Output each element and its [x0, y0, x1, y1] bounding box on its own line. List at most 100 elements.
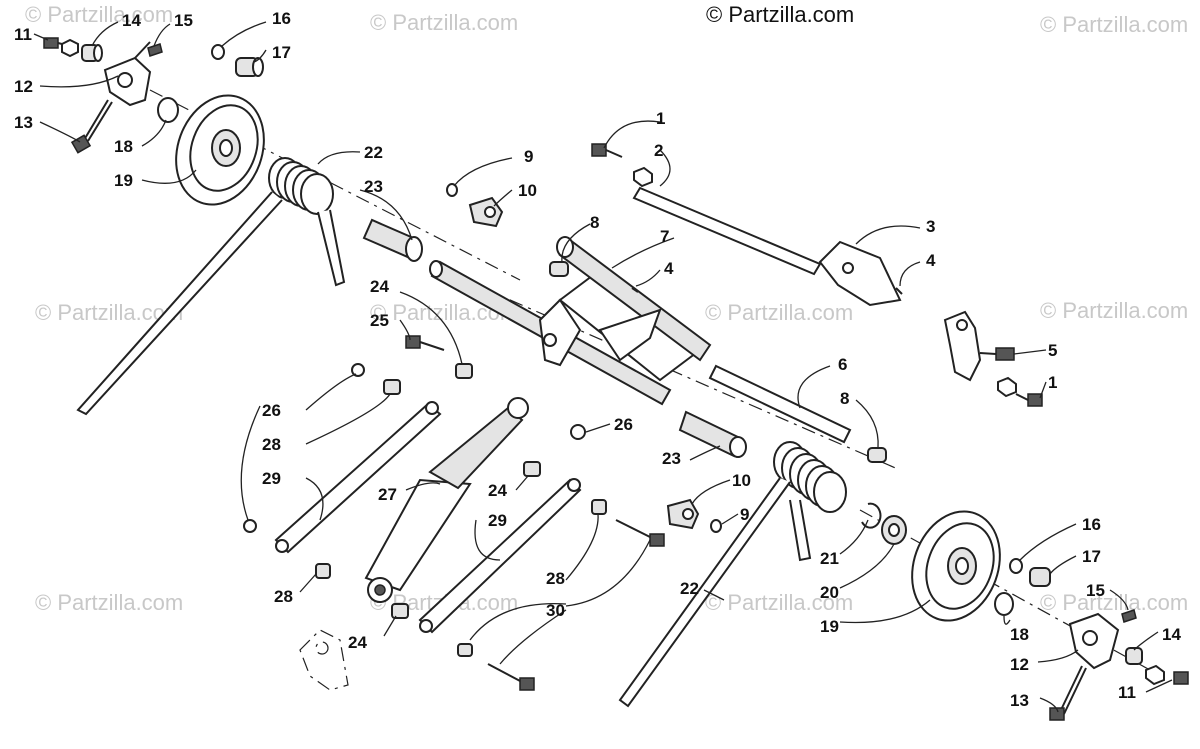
- bracket-3[interactable]: [818, 240, 902, 307]
- bushing-8-upper[interactable]: [549, 261, 569, 277]
- callout-18: 18: [1010, 625, 1029, 644]
- nut-small[interactable]: [61, 38, 79, 58]
- lower-right-assembly: [618, 441, 1189, 721]
- idler-wheel-19-upper[interactable]: [161, 83, 278, 217]
- bracket-5[interactable]: [943, 310, 1015, 382]
- callout-3: 3: [926, 217, 935, 236]
- bolt-11-lower[interactable]: [1173, 671, 1189, 685]
- cap-10-lower[interactable]: [666, 498, 700, 530]
- bolt-25[interactable]: [405, 335, 445, 351]
- callout-16: 16: [272, 9, 291, 28]
- callout-13: 13: [1010, 691, 1029, 710]
- callout-28: 28: [262, 435, 281, 454]
- callout-23: 23: [364, 177, 383, 196]
- bushing-28-upper[interactable]: [383, 379, 401, 395]
- spacer-23-lower[interactable]: [678, 410, 747, 458]
- nut-lower-right[interactable]: [997, 376, 1017, 398]
- bolt-30-upper[interactable]: [615, 519, 665, 547]
- bearing-20[interactable]: [881, 515, 907, 545]
- shaft-6[interactable]: [708, 364, 852, 444]
- callout-22: 22: [364, 143, 383, 162]
- bolt-13-upper[interactable]: [70, 99, 113, 154]
- clip-15-upper[interactable]: [147, 43, 163, 57]
- bushing-14-upper[interactable]: [81, 44, 103, 62]
- callout-9: 9: [524, 147, 533, 166]
- callout-5: 5: [1048, 341, 1057, 360]
- cap-10-upper[interactable]: [468, 196, 504, 228]
- callout-8: 8: [590, 213, 599, 232]
- sleeve-24-bottom[interactable]: [457, 643, 473, 657]
- callout-24: 24: [488, 481, 507, 500]
- callout-10: 10: [518, 181, 537, 200]
- nut-small-lower[interactable]: [1145, 664, 1165, 686]
- callout-21: 21: [820, 549, 839, 568]
- callout-19: 19: [114, 171, 133, 190]
- bolt-1-upper[interactable]: [591, 143, 623, 158]
- callout-7: 7: [660, 227, 669, 246]
- nut-26-top[interactable]: [351, 363, 365, 377]
- callout-23: 23: [662, 449, 681, 468]
- nut-26-mid[interactable]: [570, 424, 586, 440]
- ring-9-lower[interactable]: [710, 519, 722, 533]
- bushing-17-upper[interactable]: [235, 57, 264, 77]
- callout-19: 19: [820, 617, 839, 636]
- callout-6: 6: [838, 355, 847, 374]
- torsion-spring-22-upper[interactable]: [76, 157, 346, 416]
- copyright-notice: © Partzilla.com: [706, 2, 855, 27]
- pin-4-left[interactable]: [631, 287, 639, 293]
- callout-27: 27: [378, 485, 397, 504]
- link-29-left[interactable]: [274, 401, 442, 554]
- sleeve-24-mid[interactable]: [523, 461, 541, 477]
- pin-4-right[interactable]: [895, 287, 903, 295]
- callout-30: 30: [546, 601, 565, 620]
- shaft-2[interactable]: [632, 186, 822, 276]
- callout-26: 26: [614, 415, 633, 434]
- ring-16-lower[interactable]: [1009, 558, 1023, 574]
- bolt-13-lower[interactable]: [1049, 665, 1087, 721]
- callout-25: 25: [370, 311, 389, 330]
- bushing-14-lower[interactable]: [1125, 647, 1143, 665]
- bushing-28-right[interactable]: [591, 499, 607, 515]
- washer-18-upper[interactable]: [157, 97, 179, 123]
- bracket-12-upper[interactable]: [103, 41, 152, 107]
- callout-20: 20: [820, 583, 839, 602]
- idler-wheel-19-lower[interactable]: [897, 499, 1014, 633]
- callout-4: 4: [664, 259, 674, 278]
- ring-9-upper[interactable]: [446, 183, 458, 197]
- washer-18-lower[interactable]: [994, 592, 1014, 616]
- callout-4: 4: [926, 251, 936, 270]
- sleeve-24-upper[interactable]: [455, 363, 473, 379]
- bushing-17-lower[interactable]: [1029, 567, 1051, 587]
- callout-24: 24: [370, 277, 389, 296]
- callout-17: 17: [1082, 547, 1101, 566]
- arm-7[interactable]: [538, 236, 712, 382]
- bracket-12-lower[interactable]: [1068, 612, 1120, 670]
- snap-ring-21[interactable]: [861, 502, 882, 529]
- nut-upper-shaft[interactable]: [633, 166, 653, 188]
- link-29-right[interactable]: [418, 478, 582, 634]
- callout-8: 8: [840, 389, 849, 408]
- callout-labels: 11 14 15 16 17 12 13 18 19 22 23 9 10 1 …: [14, 9, 1181, 710]
- bushing-28-lower-left[interactable]: [315, 563, 331, 579]
- sleeve-24-lower[interactable]: [391, 603, 409, 619]
- nut-26-left[interactable]: [243, 519, 257, 533]
- callout-14: 14: [122, 11, 141, 30]
- upper-left-assembly: [43, 37, 521, 416]
- callout-28: 28: [274, 587, 293, 606]
- spacer-23-upper[interactable]: [362, 218, 423, 262]
- torsion-spring-22-lower[interactable]: [618, 441, 847, 708]
- bolt-30-lower[interactable]: [487, 663, 535, 691]
- callout-1: 1: [1048, 373, 1057, 392]
- ring-16-upper[interactable]: [211, 44, 225, 60]
- callout-13: 13: [14, 113, 33, 132]
- bolt-1-lower[interactable]: [1015, 393, 1043, 407]
- callout-29: 29: [262, 469, 281, 488]
- center-assembly: [243, 143, 1043, 533]
- clip-15-lower[interactable]: [1121, 609, 1137, 623]
- callout-11: 11: [1118, 683, 1136, 702]
- shock-absorber-27[interactable]: [364, 397, 529, 603]
- callout-2: 2: [654, 141, 663, 160]
- callout-9: 9: [740, 505, 749, 524]
- bushing-8-lower[interactable]: [867, 447, 887, 463]
